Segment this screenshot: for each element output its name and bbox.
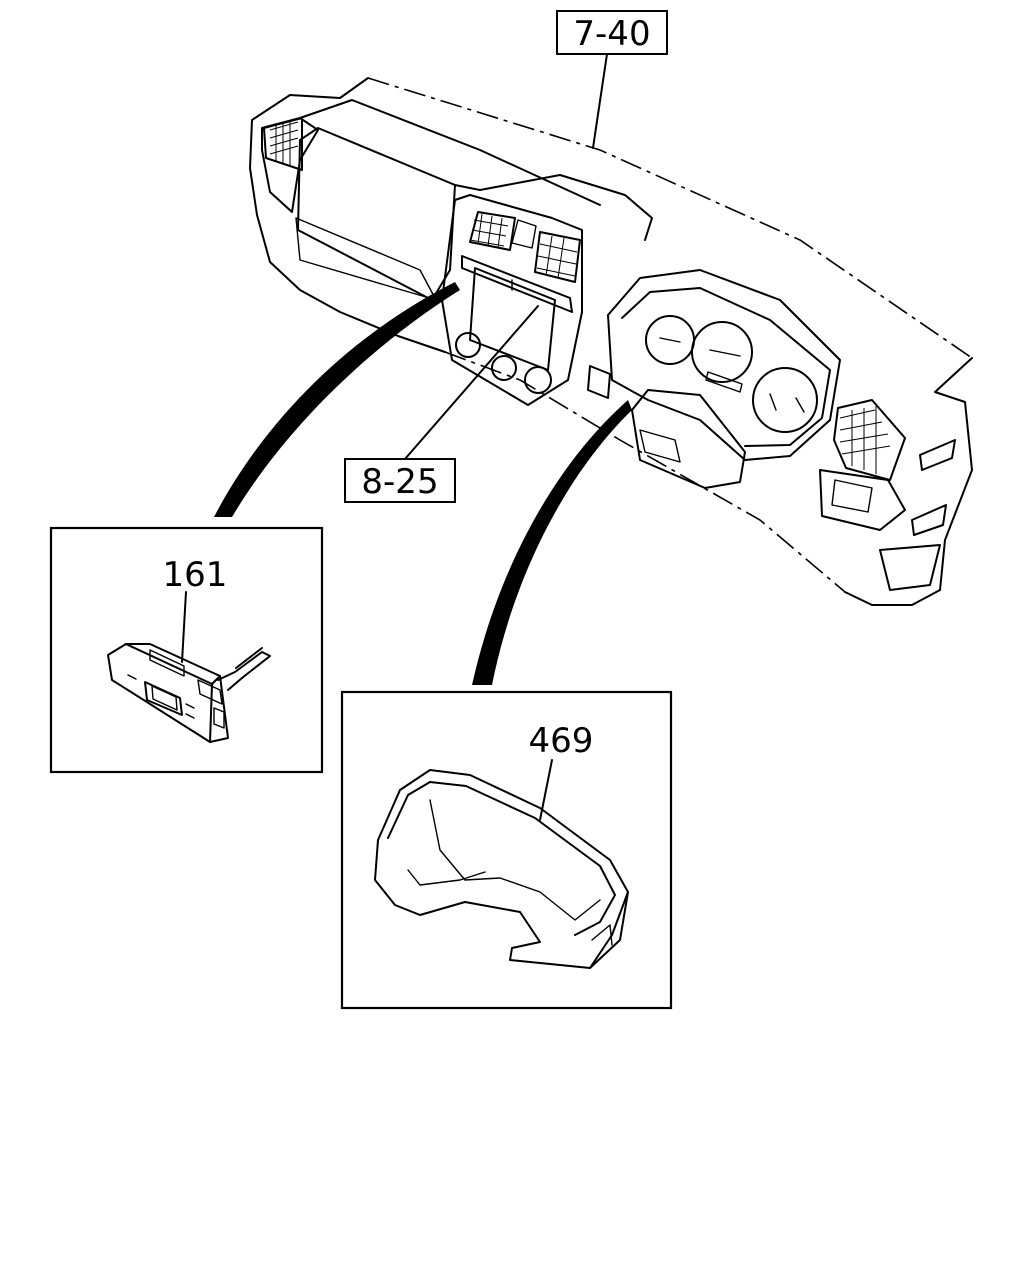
- cluster-hood-part-icon: [374, 769, 629, 969]
- part-161-label: 161: [163, 555, 228, 595]
- ref-8-25-label: 8-25: [361, 462, 438, 502]
- part-469-label: 469: [529, 721, 594, 761]
- switch-part-icon: [107, 643, 271, 743]
- detail-box-469[interactable]: 469: [340, 690, 673, 1010]
- callout-arrow-469: [472, 400, 632, 685]
- reference-8-25[interactable]: 8-25: [344, 305, 539, 503]
- reference-7-40[interactable]: 7-40: [556, 10, 668, 149]
- center-vent-right-icon: [536, 235, 578, 279]
- ref-8-25-leader: [404, 305, 539, 460]
- part-161-leader: [181, 591, 187, 663]
- callout-arrow-161: [214, 282, 460, 517]
- detail-box-161[interactable]: 161: [49, 526, 324, 774]
- right-vent-icon: [839, 406, 891, 474]
- left-vent-icon: [263, 117, 303, 171]
- dashboard-assembly: [249, 77, 973, 606]
- center-vent-left-icon: [469, 213, 509, 249]
- ref-7-40-leader: [592, 53, 608, 149]
- ref-7-40-label: 7-40: [573, 14, 650, 54]
